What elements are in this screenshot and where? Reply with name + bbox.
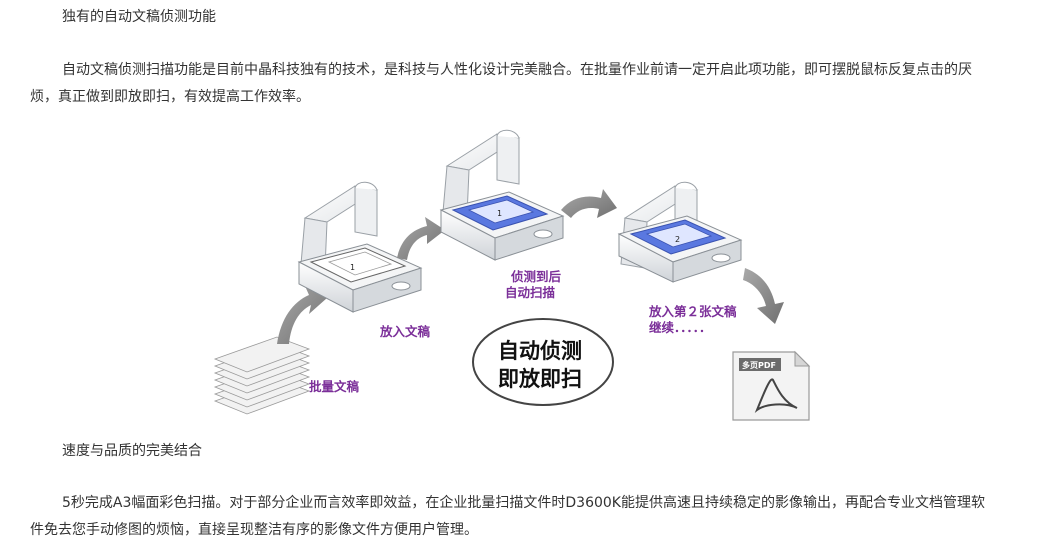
label-second-line1: 放入第２张文稿 bbox=[648, 304, 737, 319]
label-detect-line2: 自动扫描 bbox=[505, 285, 556, 300]
illustration-svg: 批量文稿 1 放入文稿 bbox=[213, 129, 811, 421]
oval-line2: 即放即扫 bbox=[498, 367, 582, 391]
arrow-icon bbox=[277, 286, 327, 344]
scanner-icon: 1 bbox=[439, 129, 565, 261]
arrow-icon bbox=[561, 189, 617, 218]
label-place-doc: 放入文稿 bbox=[379, 324, 431, 339]
page-number-2: 1 bbox=[497, 209, 502, 218]
scanner-icon: 2 bbox=[617, 181, 743, 283]
scanner-icon: 1 bbox=[297, 181, 423, 313]
label-batch-docs: 批量文稿 bbox=[309, 379, 360, 394]
arrow-icon bbox=[743, 268, 784, 324]
label-detect-line1: 侦测到后 bbox=[510, 269, 562, 284]
label-second-line2: 继续．．．．． bbox=[649, 320, 712, 335]
section-paragraph-auto-detect: 自动文稿侦测扫描功能是目前中晶科技独有的技术，是科技与人性化设计完美融合。在批量… bbox=[30, 57, 990, 111]
paper-stack-icon bbox=[213, 336, 311, 415]
section-heading-speed-quality: 速度与品质的完美结合 bbox=[62, 443, 202, 459]
paragraph-text: 5秒完成A3幅面彩色扫描。对于部分企业而言效率即效益，在企业批量扫描文件时D36… bbox=[30, 495, 985, 538]
pdf-file-icon: 多页PDF bbox=[732, 350, 811, 421]
section-heading-auto-detect: 独有的自动文稿侦测功能 bbox=[62, 9, 216, 25]
pdf-tag-label: 多页PDF bbox=[742, 360, 776, 370]
oval-line1: 自动侦测 bbox=[498, 339, 582, 363]
slogan-oval: 自动侦测 即放即扫 bbox=[472, 318, 614, 406]
section-paragraph-speed-quality: 5秒完成A3幅面彩色扫描。对于部分企业而言效率即效益，在企业批量扫描文件时D36… bbox=[30, 490, 990, 544]
arrow-icon bbox=[397, 217, 445, 260]
page-number-1: 1 bbox=[350, 263, 355, 272]
page-number-3: 2 bbox=[675, 235, 680, 244]
paragraph-text: 自动文稿侦测扫描功能是目前中晶科技独有的技术，是科技与人性化设计完美融合。在批量… bbox=[30, 62, 972, 105]
auto-detect-illustration: 批量文稿 1 放入文稿 bbox=[205, 118, 825, 423]
